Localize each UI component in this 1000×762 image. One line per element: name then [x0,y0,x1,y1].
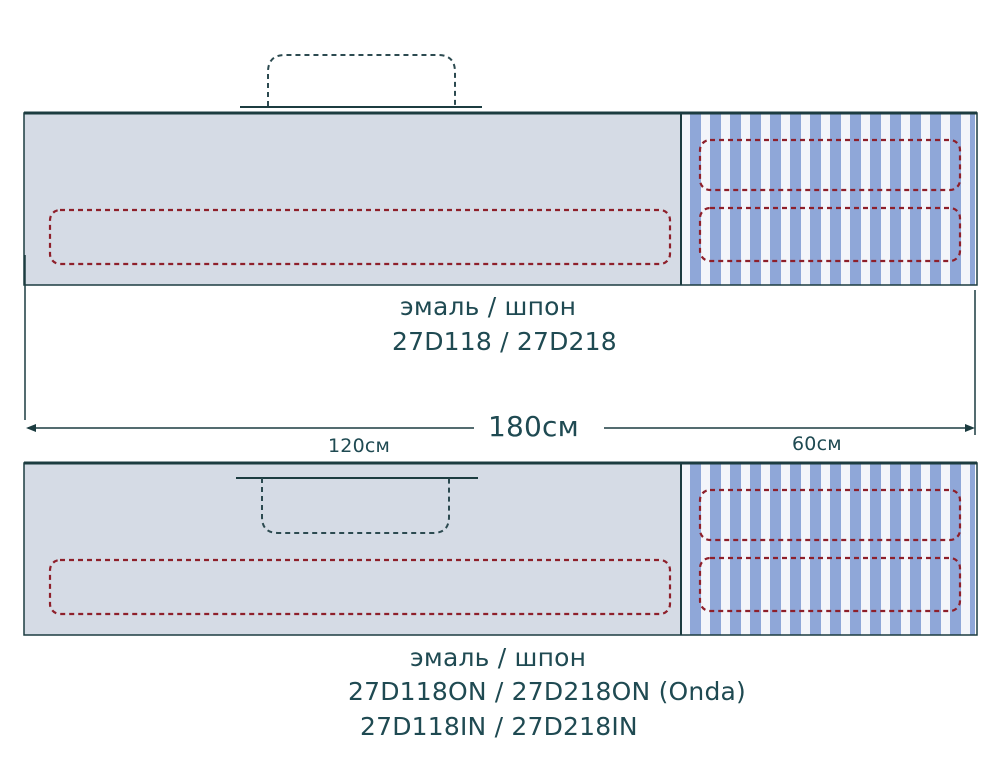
bottom-right-drawer-lower [698,556,962,613]
top-right-drawer-upper [698,138,962,192]
top-cabinet-frame [23,112,978,286]
right-section-width-label: 60см [792,433,842,455]
top-right-striped-panel [681,113,975,285]
bottom-right-drawer-upper [698,488,962,542]
bottom-model-codes-line2: 27D118IN / 27D218IN [360,712,638,741]
top-cabinet [23,54,978,286]
arrow-both-ends-icon [26,424,36,432]
bottom-cabinet [23,461,978,636]
bottom-model-codes-line1: 27D118ON / 27D218ON (Onda) [348,677,746,706]
bottom-sink-outline [261,478,450,534]
left-section-width-label: 120см [328,435,391,457]
top-finish-label: эмаль / шпон [400,292,577,321]
top-model-codes: 27D118 / 27D218 [392,327,617,356]
bottom-finish-label: эмаль / шпон [410,643,587,672]
dimension-line [24,255,976,435]
total-width-label: 180см [488,410,579,443]
arrow-right-head-icon [965,424,975,432]
top-long-drawer [48,208,672,266]
bottom-left-panel [24,463,681,635]
bottom-long-drawer [48,558,672,616]
bottom-cabinet-frame [23,462,978,636]
top-right-drawer-lower [698,206,962,263]
top-handle-outline [267,54,456,106]
bottom-right-striped-panel [681,463,975,635]
top-left-panel [24,113,681,285]
